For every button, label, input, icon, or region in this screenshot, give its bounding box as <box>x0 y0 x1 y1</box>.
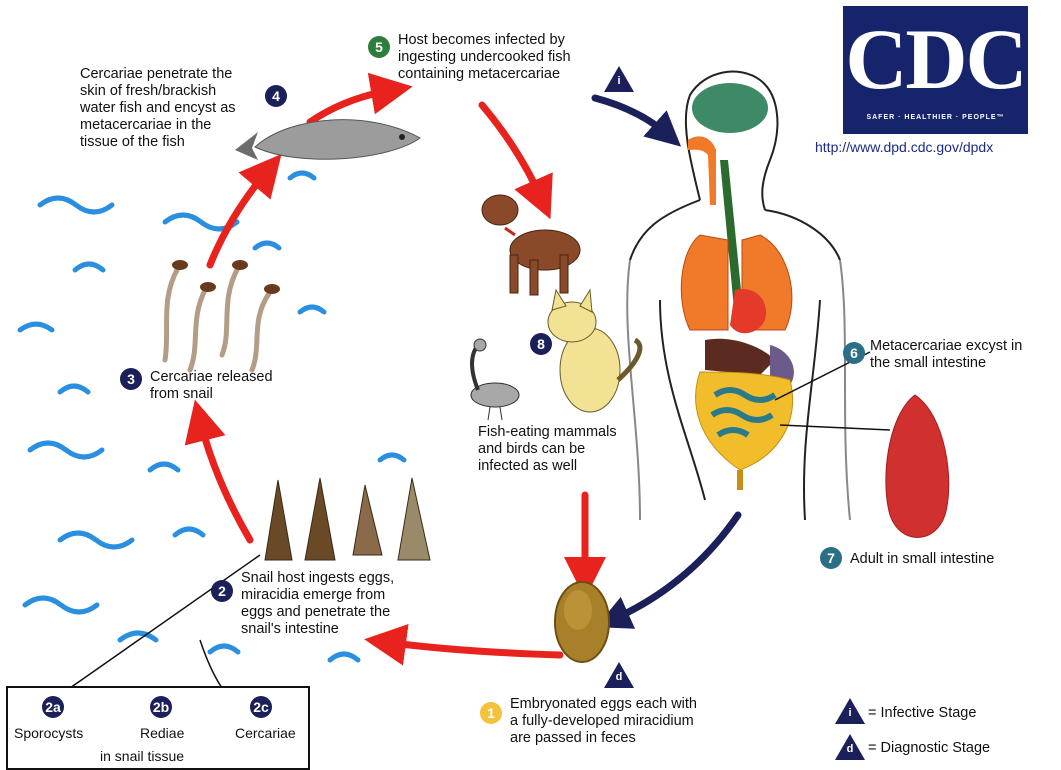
stage-2c-badge: 2c <box>250 696 272 718</box>
stage-1-badge: 1 <box>480 702 502 724</box>
stage-6-label: Metacercariae excyst in the small intest… <box>870 338 1022 372</box>
rediae-label: Rediae <box>140 725 184 741</box>
adult-fluke-image <box>886 395 949 538</box>
snail-shells <box>265 478 430 560</box>
stage-7-badge: 7 <box>820 547 842 569</box>
cat-image <box>548 290 640 412</box>
cercariae-label: Cercariae <box>235 725 296 741</box>
stage-5-badge: 5 <box>368 36 390 58</box>
legend-infective-icon: i <box>835 698 865 724</box>
cercariae-image <box>165 268 270 370</box>
stage-4-badge: 4 <box>265 85 287 107</box>
stage-3-badge: 3 <box>120 368 142 390</box>
fish-image <box>235 120 420 160</box>
stage-6-badge: 6 <box>843 342 865 364</box>
snail-tissue-caption: in snail tissue <box>100 748 184 764</box>
legend-diagnostic-label: = Diagnostic Stage <box>868 740 990 757</box>
diagnostic-stage-marker-icon: d <box>604 662 634 688</box>
stage-2a-badge: 2a <box>42 696 64 718</box>
stage-1-label: Embryonated eggs each with a fully-devel… <box>510 696 697 747</box>
bird-image <box>471 339 519 420</box>
stage-4-label: Cercariae penetrate the skin of fresh/br… <box>80 66 236 151</box>
human-organs <box>681 83 794 490</box>
stage-2b-badge: 2b <box>150 696 172 718</box>
stage-8-label: Fish-eating mammals and birds can be inf… <box>478 424 617 475</box>
stage-3-label: Cercariae released from snail <box>150 369 273 403</box>
cdc-logo-mark: CDC <box>843 16 1028 102</box>
legend-diagnostic-icon: d <box>835 734 865 760</box>
cdc-logo: CDC SAFER · HEALTHIER · PEOPLE™ <box>843 6 1028 134</box>
dog-image <box>482 195 580 295</box>
sporocysts-label: Sporocysts <box>14 725 83 741</box>
stage-8-badge: 8 <box>530 333 552 355</box>
stage-5-label: Host becomes infected by ingesting under… <box>398 32 571 83</box>
legend-infective-label: = Infective Stage <box>868 705 976 722</box>
cdc-logo-tagline: SAFER · HEALTHIER · PEOPLE™ <box>843 114 1028 121</box>
stage-7-label: Adult in small intestine <box>850 551 994 568</box>
infective-stage-marker-icon: i <box>604 66 634 92</box>
stage-2-badge: 2 <box>211 580 233 602</box>
stage-2-label: Snail host ingests eggs, miracidia emerg… <box>241 570 394 638</box>
source-url[interactable]: http://www.dpd.cdc.gov/dpdx <box>815 139 993 155</box>
